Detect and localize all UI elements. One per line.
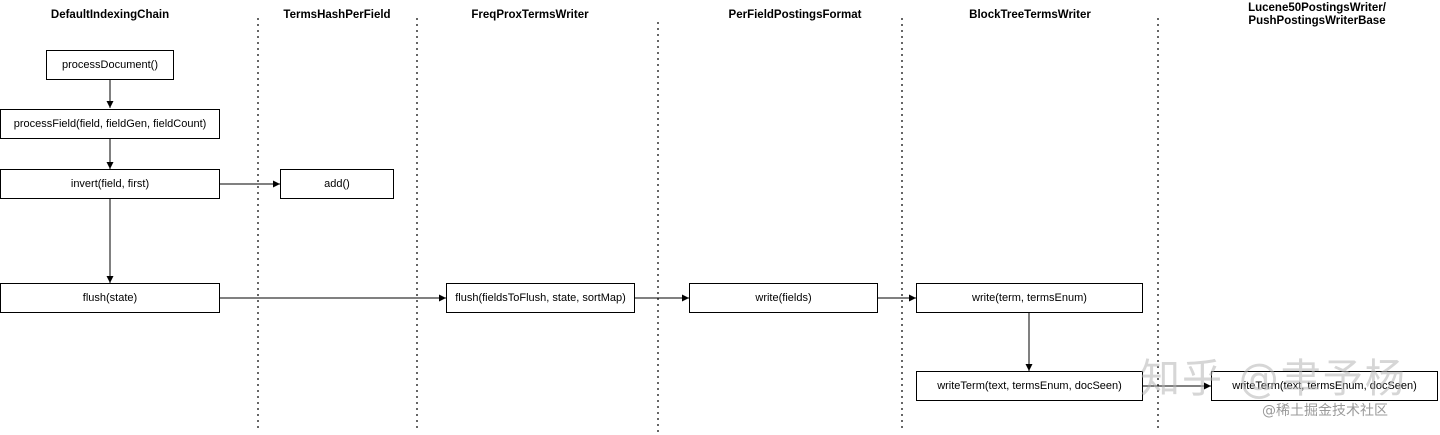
- box-processdocument: processDocument(): [46, 50, 174, 80]
- watermark-zhihu: 知乎 @聿予杨: [1140, 356, 1407, 402]
- lane-title-defaultindexingchain: DefaultIndexingChain: [50, 9, 170, 21]
- box-flush-state: flush(state): [0, 283, 220, 313]
- box-write-fields: write(fields): [689, 283, 878, 313]
- lane-separators: [257, 18, 1159, 432]
- box-flush-fields: flush(fieldsToFlush, state, sortMap): [446, 283, 635, 313]
- lane-title-pushpostingswriterbase: PushPostingsWriterBase: [1248, 15, 1386, 27]
- box-processfield: processField(field, fieldGen, fieldCount…: [0, 109, 220, 139]
- lane-title-lucene50postingswriter: Lucene50PostingsWriter/: [1248, 2, 1386, 14]
- lane-title-termshashperfield: TermsHashPerField: [283, 9, 391, 21]
- watermark-juejin: @稀土掘金技术社区: [1262, 403, 1388, 419]
- box-invert: invert(field, first): [0, 169, 220, 199]
- lane-title-perfieldpostingsformat: PerFieldPostingsFormat: [728, 9, 862, 21]
- box-writeterm-blocktree: writeTerm(text, termsEnum, docSeen): [916, 371, 1143, 401]
- box-writeterm-base: writeTerm(text, termsEnum, docSeen): [1211, 371, 1438, 401]
- lane-title-blocktreetermswriter: BlockTreeTermsWriter: [969, 9, 1091, 21]
- arrows: [106, 79, 1211, 390]
- box-add: add(): [280, 169, 394, 199]
- lane-title-freqproxtermswriter: FreqProxTermsWriter: [471, 9, 589, 21]
- box-write-term: write(term, termsEnum): [916, 283, 1143, 313]
